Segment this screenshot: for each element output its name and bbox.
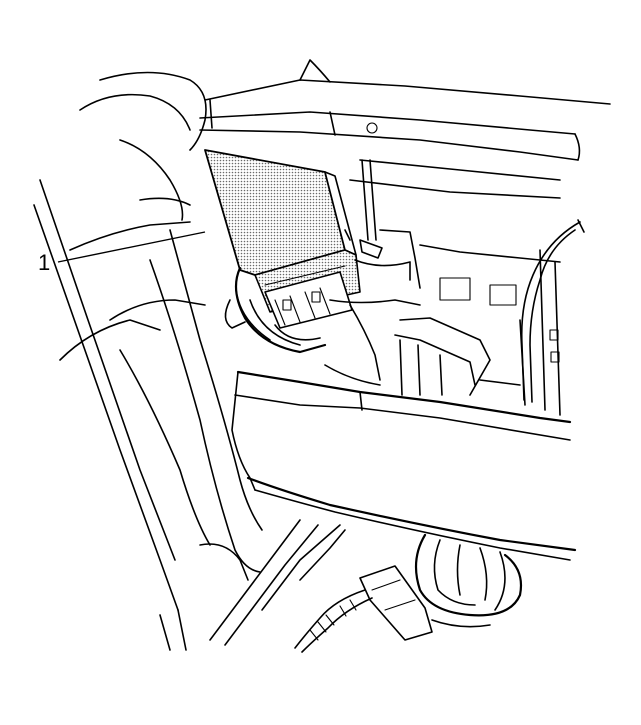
steering-column-shroud	[79, 71, 207, 221]
callout-1-label: 1	[38, 250, 51, 275]
left-body-panel	[33, 179, 263, 651]
vacuum-hose	[520, 219, 585, 403]
lower-trim-panel	[231, 370, 577, 561]
module-connector	[264, 271, 353, 329]
callout-leader-line	[57, 231, 206, 263]
lower-wiring-harness	[414, 533, 523, 628]
module-wiring-harness	[224, 266, 327, 354]
floor-sill	[209, 519, 346, 646]
harness-connector	[294, 565, 433, 653]
right-bracket-assembly	[379, 229, 561, 416]
center-support	[324, 159, 421, 386]
instrument-panel-frame	[199, 59, 611, 199]
